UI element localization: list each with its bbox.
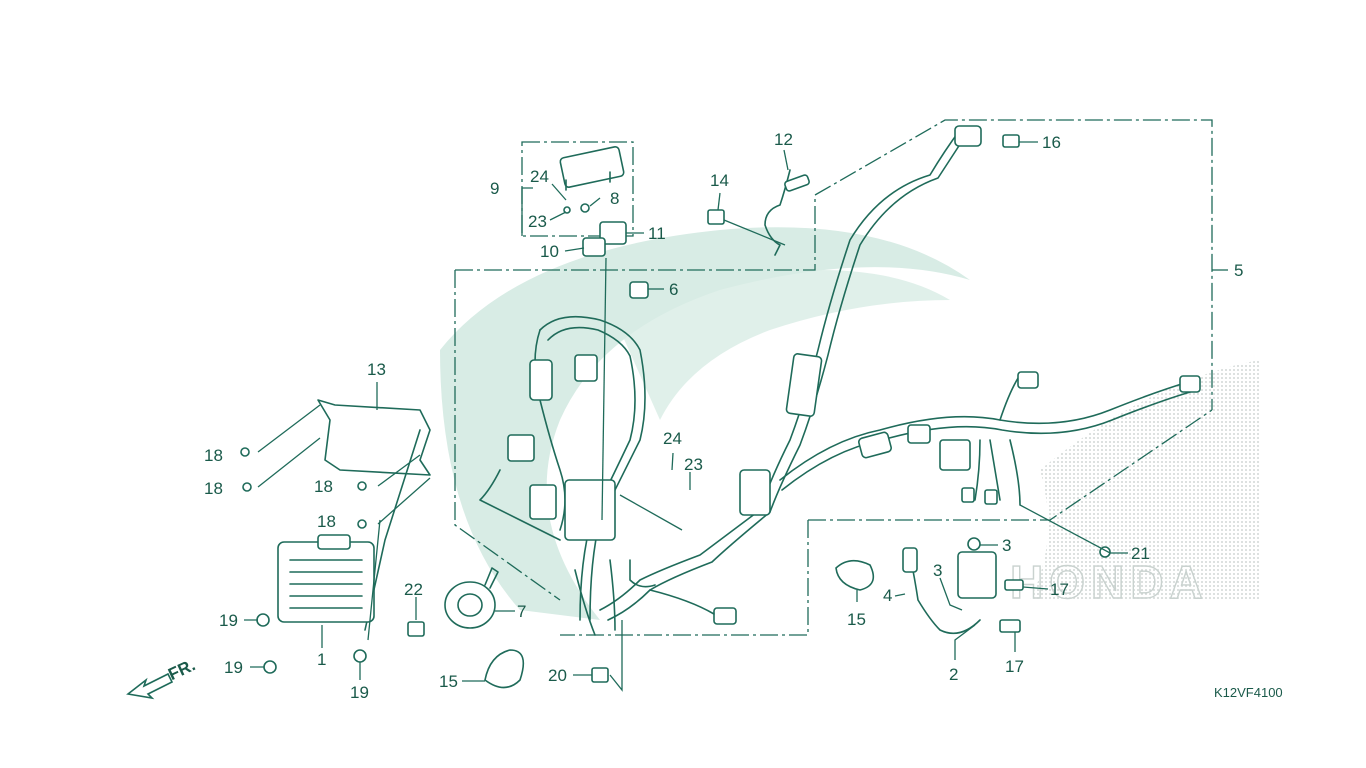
callout-24[interactable]: 24	[530, 167, 549, 186]
callout-2[interactable]: 2	[949, 665, 958, 684]
callout-18[interactable]: 18	[204, 479, 223, 498]
callout-18[interactable]: 18	[314, 477, 333, 496]
callout-8[interactable]: 8	[610, 189, 619, 208]
callout-9[interactable]: 9	[490, 179, 499, 198]
fuse-box-group	[559, 146, 627, 257]
callout-16[interactable]: 16	[1042, 133, 1061, 152]
callout-18[interactable]: 18	[204, 446, 223, 465]
callout-5[interactable]: 5	[1234, 261, 1243, 280]
callout-14[interactable]: 14	[710, 171, 729, 190]
horn-7	[407, 567, 499, 637]
callout-4[interactable]: 4	[883, 586, 892, 605]
brand-watermark: HONDA	[1010, 556, 1209, 608]
callout-6[interactable]: 6	[669, 280, 678, 299]
bolt-20	[591, 667, 609, 683]
callout-3[interactable]: 3	[1002, 536, 1011, 555]
callout-15[interactable]: 15	[439, 672, 458, 691]
ecu-1	[256, 534, 375, 674]
callout-12[interactable]: 12	[774, 130, 793, 149]
callout-7[interactable]: 7	[517, 602, 526, 621]
callout-15[interactable]: 15	[847, 610, 866, 629]
callout-labels: 1 2 3 3 4 5 6 7 8 9 10 11 12 13 14 15 15…	[204, 130, 1243, 702]
callout-23[interactable]: 23	[528, 212, 547, 231]
callout-17[interactable]: 17	[1050, 580, 1069, 599]
callout-23[interactable]: 23	[684, 455, 703, 474]
callout-11[interactable]: 11	[648, 224, 666, 243]
callout-1[interactable]: 1	[317, 650, 326, 669]
callout-24[interactable]: 24	[663, 429, 682, 448]
ignition-coil	[902, 134, 1111, 635]
callout-13[interactable]: 13	[367, 360, 386, 379]
honda-wing-watermark: HONDA	[440, 227, 1260, 620]
callout-18[interactable]: 18	[317, 512, 336, 531]
callout-19[interactable]: 19	[219, 611, 238, 630]
callout-17[interactable]: 17	[1005, 657, 1024, 676]
assembly-boundaries	[454, 119, 1213, 636]
leader-lines	[244, 141, 1228, 692]
callout-10[interactable]: 10	[540, 242, 559, 261]
callout-21[interactable]: 21	[1131, 544, 1150, 563]
wire-harness	[479, 125, 1201, 636]
callout-20[interactable]: 20	[548, 666, 567, 685]
callout-19[interactable]: 19	[350, 683, 369, 702]
callout-19[interactable]: 19	[224, 658, 243, 677]
callout-22[interactable]: 22	[404, 580, 423, 599]
band-15	[484, 559, 875, 689]
drawing-code: K12VF4100	[1214, 685, 1283, 700]
front-arrow-icon: FR.	[126, 655, 198, 700]
callout-3[interactable]: 3	[933, 561, 942, 580]
